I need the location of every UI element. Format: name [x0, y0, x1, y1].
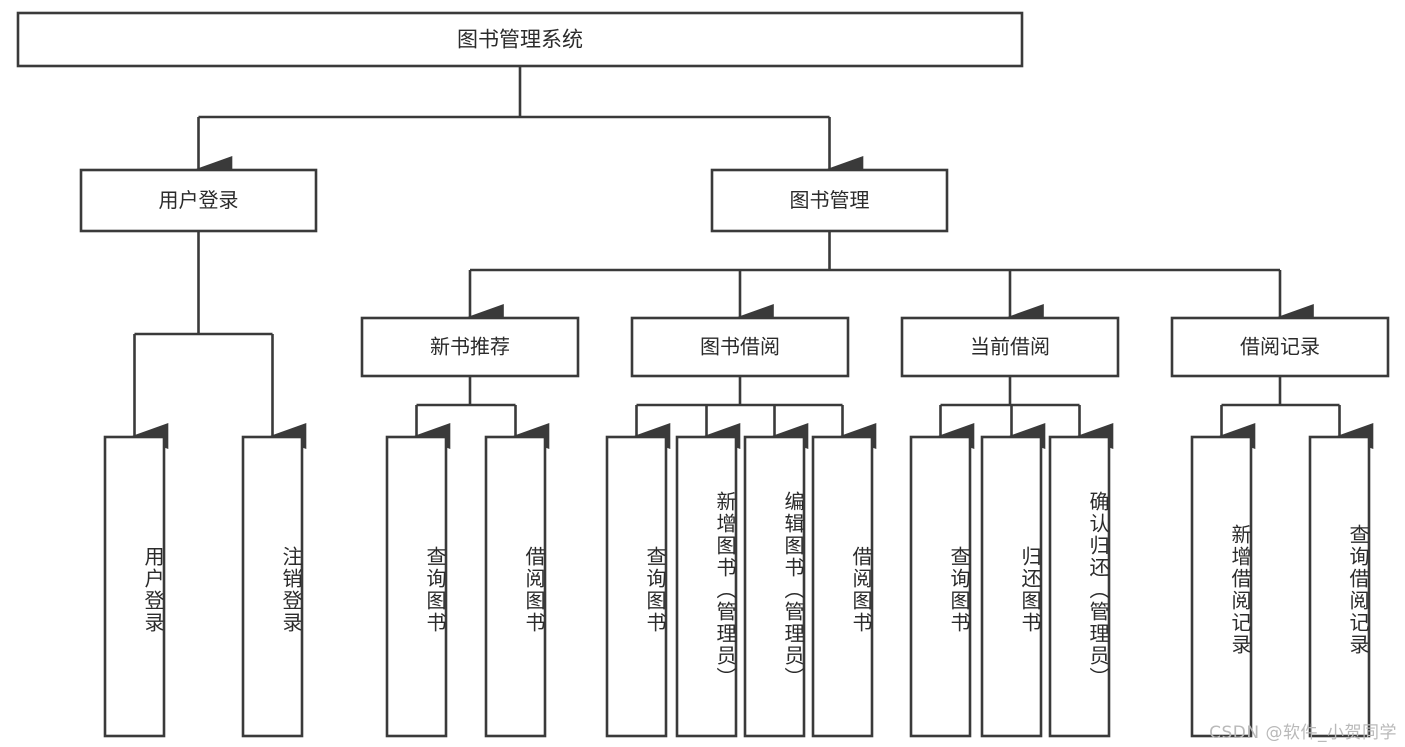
leaf-node-l-bb-query-book[interactable]: 查询图书 [605, 435, 668, 738]
level3-node-n-new-book-rec[interactable]: 新书推荐 [360, 316, 580, 378]
leaf-node-l-cb-confirm-return[interactable]: 确认归还（管理员） [1048, 435, 1111, 738]
leaf-node-l-cb-query-book[interactable]: 查询图书 [909, 435, 972, 738]
root-node-root[interactable]: 图书管理系统 [16, 11, 1024, 68]
leaf-node-l-br-add-record[interactable]: 新增借阅记录 [1190, 435, 1253, 738]
leaf-label: 新增图书（管理员） [713, 490, 737, 689]
level3-node-n-current-borrow[interactable]: 当前借阅 [900, 316, 1120, 378]
leaf-label: 注销登录 [279, 545, 303, 634]
leaf-label: 归还图书 [1018, 545, 1042, 634]
level3-node-n-book-borrow[interactable]: 图书借阅 [630, 316, 850, 378]
leaf-label: 查询图书 [643, 545, 667, 634]
leaf-label: 用户登录 [141, 545, 165, 634]
leaf-node-l-bb-edit-book[interactable]: 编辑图书（管理员） [743, 435, 806, 738]
node-label: 借阅记录 [1240, 335, 1320, 359]
node-label: 用户登录 [159, 188, 239, 212]
leaf-label: 借阅图书 [522, 545, 546, 634]
leaf-label: 编辑图书（管理员） [781, 490, 805, 689]
connector-lines [131, 66, 1374, 449]
leaf-node-l-rec-borrow-book[interactable]: 借阅图书 [484, 435, 547, 738]
leaf-node-l-user-logout[interactable]: 注销登录 [241, 435, 304, 738]
leaf-label: 确认归还（管理员） [1086, 490, 1110, 689]
node-label: 图书借阅 [700, 335, 780, 359]
node-label: 当前借阅 [970, 335, 1050, 359]
node-boxes: 图书管理系统用户登录图书管理新书推荐图书借阅当前借阅借阅记录用户登录注销登录查询… [16, 11, 1390, 738]
level2-node-n-user-login[interactable]: 用户登录 [79, 168, 318, 233]
node-label: 图书管理 [790, 188, 870, 212]
node-label: 新书推荐 [430, 335, 510, 359]
leaf-node-l-user-login[interactable]: 用户登录 [103, 435, 166, 738]
leaf-label: 查询图书 [947, 545, 971, 634]
leaf-node-l-bb-borrow-book[interactable]: 借阅图书 [811, 435, 874, 738]
leaf-label: 查询图书 [423, 545, 447, 634]
level2-node-n-book-mgmt[interactable]: 图书管理 [710, 168, 949, 233]
leaf-label: 借阅图书 [849, 545, 873, 634]
leaf-node-l-br-query-record[interactable]: 查询借阅记录 [1308, 435, 1371, 738]
leaf-label: 新增借阅记录 [1228, 523, 1252, 656]
leaf-node-l-bb-add-book[interactable]: 新增图书（管理员） [675, 435, 738, 738]
leaf-label: 查询借阅记录 [1346, 523, 1370, 656]
leaf-node-l-cb-return-book[interactable]: 归还图书 [980, 435, 1043, 738]
leaf-node-l-rec-query-book[interactable]: 查询图书 [385, 435, 448, 738]
node-label: 图书管理系统 [457, 28, 583, 52]
level3-node-n-borrow-record[interactable]: 借阅记录 [1170, 316, 1390, 378]
